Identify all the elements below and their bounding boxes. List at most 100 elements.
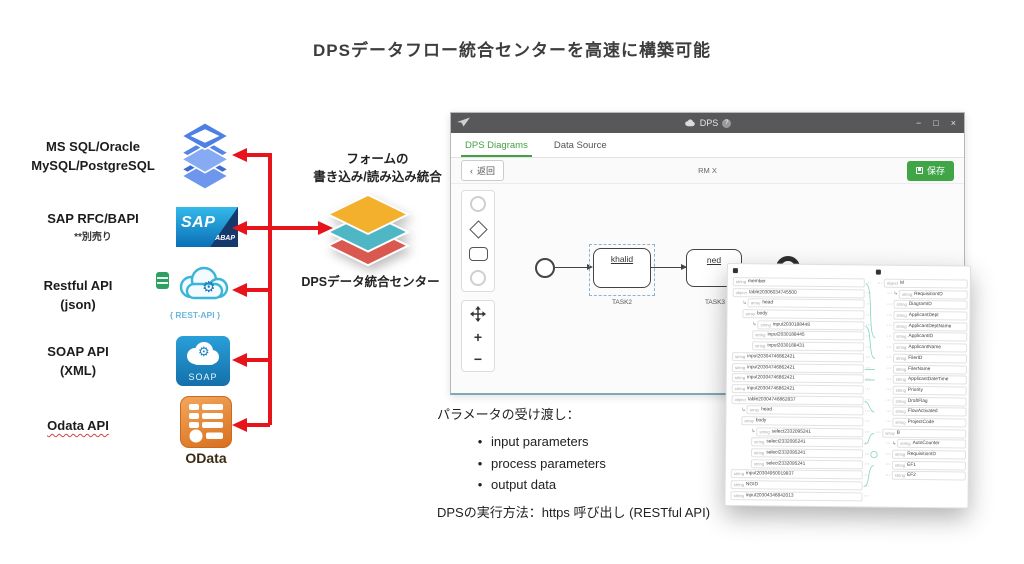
- zoom-out-button[interactable]: −: [473, 351, 483, 367]
- gateway-tool[interactable]: [468, 220, 488, 239]
- move-tool[interactable]: [470, 306, 486, 322]
- end-event-tool[interactable]: [470, 270, 486, 286]
- tab-dps-diagrams[interactable]: DPS Diagrams: [461, 140, 532, 157]
- close-button[interactable]: ×: [950, 118, 956, 128]
- source-label-soap: SOAP API (XML): [8, 342, 148, 380]
- start-event-node[interactable]: [535, 258, 555, 278]
- task-tool[interactable]: [468, 247, 488, 261]
- odata-icon: [180, 396, 232, 448]
- help-icon[interactable]: ?: [722, 118, 732, 128]
- tab-data-source[interactable]: Data Source: [553, 140, 607, 151]
- rname: FlowActivated: [907, 409, 938, 415]
- save-button[interactable]: 保存: [906, 160, 954, 181]
- zoom-in-button[interactable]: +: [473, 329, 483, 345]
- start-event-tool[interactable]: [470, 196, 486, 212]
- task-node-khalid[interactable]: khalid: [593, 248, 651, 288]
- back-button[interactable]: ‹ 返回: [461, 160, 505, 181]
- maximize-button[interactable]: □: [933, 118, 939, 128]
- minimize-button[interactable]: −: [916, 118, 922, 128]
